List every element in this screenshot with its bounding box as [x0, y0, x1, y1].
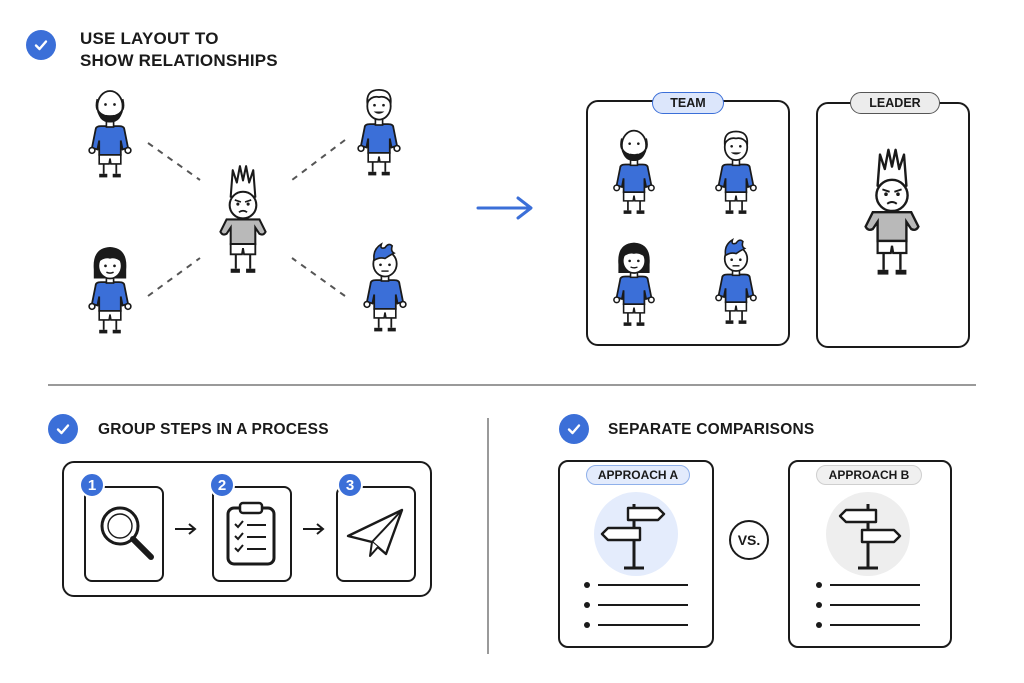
- person-curly-hair: [352, 88, 406, 186]
- heading-line-1: USE LAYOUT TO: [80, 29, 219, 48]
- leader-person: [864, 148, 920, 275]
- signpost-icon: [600, 504, 666, 570]
- team-member-curly-hair: [710, 130, 762, 224]
- person-leader: [219, 165, 267, 273]
- step-number-badge: 1: [79, 472, 105, 498]
- magnifier-icon: [100, 506, 154, 560]
- bullet-list-icon: [584, 582, 688, 628]
- bullet-list-icon: [816, 582, 920, 628]
- signpost-icon: [838, 504, 902, 570]
- dashed-connector: [147, 257, 201, 297]
- section-heading-comparisons: SEPARATE COMPARISONS: [608, 421, 815, 438]
- arrow-right-icon: [303, 523, 325, 535]
- clipboard-checklist-icon: [226, 501, 276, 566]
- dashed-connector: [147, 142, 201, 181]
- heading-line-2: SHOW RELATIONSHIPS: [80, 51, 278, 70]
- team-label: TEAM: [652, 92, 724, 114]
- section-heading-process: GROUP STEPS IN A PROCESS: [98, 421, 329, 438]
- step-number-badge: 2: [209, 472, 235, 498]
- team-member-dark-hair: [608, 242, 660, 336]
- vertical-divider: [487, 418, 489, 654]
- dashed-connector: [291, 257, 346, 297]
- person-bald-bearded: [83, 90, 137, 188]
- person-blue-mohawk: [358, 242, 412, 342]
- step-number-badge: 3: [337, 472, 363, 498]
- dashed-connector: [291, 139, 346, 181]
- checkmark-icon: [559, 414, 589, 444]
- horizontal-divider: [48, 384, 976, 386]
- approach-a-label: APPROACH A: [586, 465, 690, 485]
- person-dark-hair: [83, 247, 137, 344]
- relationship-diagram: [147, 139, 346, 297]
- paper-plane-icon: [346, 508, 404, 557]
- arrow-right-icon: [476, 196, 533, 220]
- leader-label: LEADER: [850, 92, 940, 114]
- checkmark-icon: [26, 30, 56, 60]
- team-member-bald-bearded: [608, 129, 660, 224]
- checkmark-icon: [48, 414, 78, 444]
- vs-badge: VS.: [729, 520, 769, 560]
- approach-b-label: APPROACH B: [816, 465, 922, 485]
- section-heading-relationships: USE LAYOUT TO SHOW RELATIONSHIPS: [80, 28, 278, 72]
- team-member-blue-mohawk: [710, 238, 762, 334]
- arrow-right-icon: [175, 523, 197, 535]
